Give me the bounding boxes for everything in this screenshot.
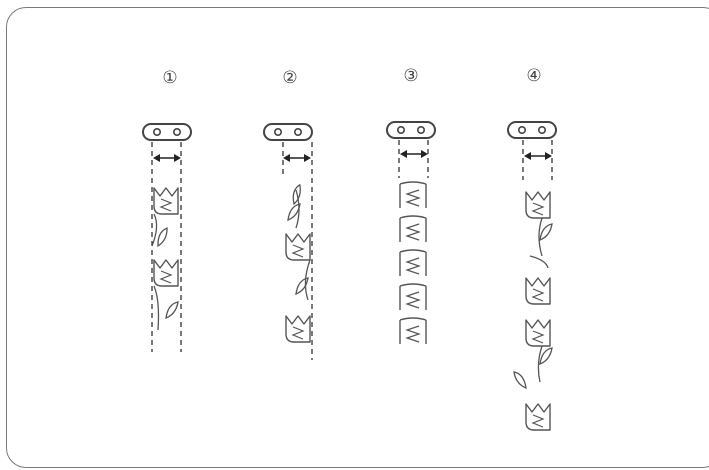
diagram-frame <box>6 7 709 468</box>
panel-4: ④ <box>507 66 557 431</box>
panel-3-width-arrow-icon <box>399 149 429 159</box>
panel-4-width-arrow-icon <box>523 151 553 161</box>
panel-4-presser-foot-icon <box>507 121 557 139</box>
panel-3-number: ③ <box>403 66 418 86</box>
panel-2-presser-foot-icon <box>263 123 313 141</box>
svg-text:③: ③ <box>403 66 418 86</box>
panel-2-stitch-pattern <box>285 184 311 343</box>
svg-text:②: ② <box>282 68 297 88</box>
panel-1-stitch-pattern <box>151 187 179 331</box>
panel-4-stitch-pattern <box>513 191 553 431</box>
panel-4-number: ④ <box>526 66 541 86</box>
svg-text:④: ④ <box>526 66 541 86</box>
panel-2: ② <box>263 68 313 360</box>
panel-1-number: ① <box>162 68 177 88</box>
panel-3-presser-foot-icon <box>386 121 436 139</box>
panel-2-width-arrow-icon <box>282 153 312 163</box>
panel-3: ③ <box>386 66 436 345</box>
panel-1: ① <box>142 68 192 352</box>
panel-3-stitch-pattern <box>399 181 427 345</box>
panel-1-presser-foot-icon <box>142 123 192 141</box>
panel-1-width-arrow-icon <box>152 153 182 163</box>
panel-2-number: ② <box>282 68 297 88</box>
svg-text:①: ① <box>162 68 177 88</box>
